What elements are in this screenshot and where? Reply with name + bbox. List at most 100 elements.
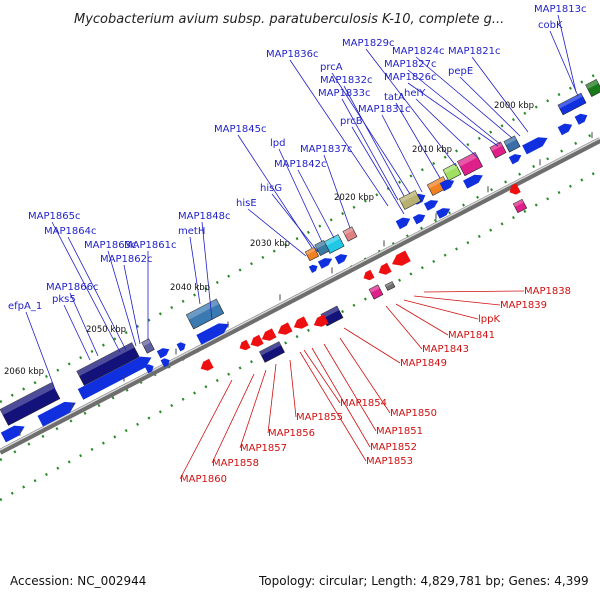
cds-MAP1843 [384,281,396,291]
cds-helY [457,151,483,177]
gene-label-MAP1866c: MAP1866c [46,282,98,293]
cds-f10 [308,264,318,273]
scale-label: 2030 kbp [250,239,290,249]
leader-line [303,349,341,404]
leader-line [51,221,121,353]
cds-MAP1824c [503,135,521,153]
cds-r1 [509,183,521,195]
cds-f15 [144,364,154,374]
leader-line [415,98,479,159]
leader-line [289,59,389,207]
leader-line [423,290,525,293]
cds-MAP1829c [442,163,462,181]
scale-label: 2000 kbp [494,101,534,111]
leader-line [63,304,91,361]
leader-line [323,343,377,432]
leader-line [107,250,137,347]
cds-f2 [557,123,573,136]
cds-MAP1826c [489,141,507,159]
gene-label-lppK: lppK [478,314,500,325]
cds-MAP1848c [196,323,230,345]
gene-label-helY: helY [404,88,426,99]
gene-label-MAP1843: MAP1843 [422,344,469,355]
gene-label-MAP1850: MAP1850 [390,408,437,419]
gene-label-tatA: tatA [384,92,405,103]
leader-line [271,193,319,253]
rna-cobK [585,79,600,97]
gene-labels: MAP1813ccobKMAP1821cpepEMAP1824cMAP1827c… [8,4,586,485]
cds-MAP1845c [304,246,320,262]
cds-MAP1852 [277,322,293,335]
cds-f11 [156,348,170,359]
gene-label-MAP1827c: MAP1827c [384,59,436,70]
gene-label-MAP1851: MAP1851 [376,426,423,437]
gene-label-pks5: pks5 [52,294,76,305]
gene-label-lpd: lpd [270,138,285,149]
gene-label-MAP1858: MAP1858 [212,458,259,469]
gene-label-MAP1863c: MAP1863c [84,240,136,251]
gene-label-hisG: hisG [260,183,282,194]
gene-label-cobK: cobK [538,20,563,31]
gene-label-MAP1848c: MAP1848c [178,211,230,222]
leader-line [549,30,579,97]
gene-label-MAP1865c: MAP1865c [28,211,80,222]
leader-line [201,221,213,321]
leader-line [413,295,501,306]
gene-label-MAP1824c: MAP1824c [392,46,444,57]
leader-line [69,292,99,357]
leader-line [395,102,441,179]
gene-label-efpA_1: efpA_1 [8,301,42,312]
leader-line [415,56,513,139]
leader-line [459,76,521,137]
gene-label-MAP1837c: MAP1837c [300,144,352,155]
leader-line [407,82,499,147]
label-leader-lines [25,14,579,480]
cds-MAP1841 [368,284,384,300]
gene-label-MAP1860: MAP1860 [180,474,227,485]
leader-line [403,299,479,320]
cds-MAP1860 [200,358,214,371]
gene-label-MAP1854: MAP1854 [340,398,387,409]
leader-line [25,311,57,393]
scale-label: 2060 kbp [4,367,44,377]
reverse-strand-features [200,183,528,371]
cds-cobK [557,92,587,116]
gene-label-MAP1852: MAP1852 [370,442,417,453]
cds-f8 [412,214,426,225]
cds-f16 [160,358,170,368]
leader-line [407,69,501,145]
cds-prcB [395,217,411,230]
leader-line [339,337,391,414]
leader-line [341,98,399,201]
scale-label: 2040 kbp [170,283,210,293]
leader-line [278,148,323,243]
cds-pks5b [77,356,152,400]
gene-label-MAP1831c: MAP1831c [358,104,410,115]
leader-line [351,126,405,215]
gene-label-prcA: prcA [320,62,343,73]
cds-MAP1854 [250,334,264,347]
leader-line [365,48,457,167]
cds-MAP1856 [239,339,251,351]
leader-line [385,305,423,350]
cds-f7 [423,200,439,211]
leader-line [289,359,297,418]
scale-label: 2010 kbp [412,145,452,155]
gene-label-prcB: prcB [340,116,363,127]
cds-MAP1838 [392,250,411,266]
gene-label-MAP1855: MAP1855 [296,412,343,423]
leader-line [343,327,401,364]
gene-label-MAP1821c: MAP1821c [448,46,500,57]
gene-label-MAP1836c: MAP1836c [266,49,318,60]
cds-lpd [314,239,330,257]
leader-line [123,264,141,345]
cds-lppK [363,269,375,281]
leader-line [311,347,371,448]
gene-label-MAP1838: MAP1838 [524,286,571,297]
cds-prcA [398,190,422,210]
cds-MAP1853 [261,328,277,341]
leader-line [67,236,127,351]
leader-line [343,85,405,197]
genome-summary-text: Topology: circular; Length: 4,829,781 bp… [259,574,589,588]
